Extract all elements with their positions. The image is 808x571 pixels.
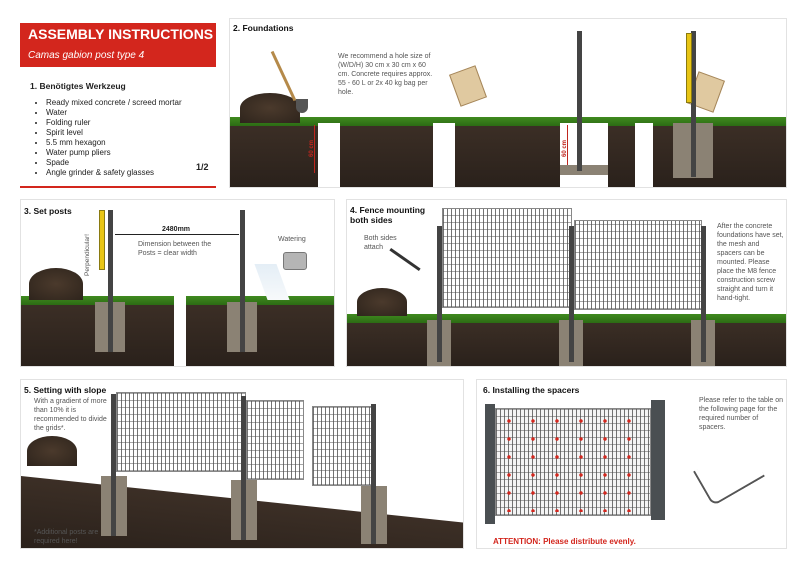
post: [577, 31, 582, 171]
post: [651, 400, 665, 520]
panel-fence-mounting: 4. Fence mounting both sides Both sides …: [346, 199, 787, 367]
post: [371, 404, 376, 544]
foundation-hole: [433, 123, 455, 187]
slope-footnote: *Additional posts are required here!: [34, 529, 99, 545]
post: [111, 394, 116, 536]
post: [701, 226, 706, 362]
post: [691, 31, 696, 177]
grass: [347, 314, 786, 323]
depth-label: 60 cm: [309, 139, 315, 157]
soil-heap: [357, 288, 407, 316]
soil-heap: [29, 268, 83, 300]
tool-item: 5.5 mm hexagon: [46, 138, 216, 148]
post: [108, 210, 113, 352]
tool-item: Angle grinder & safety glasses: [46, 168, 216, 178]
post: [485, 404, 495, 524]
foundation-hole: [318, 123, 340, 187]
page-subtitle: Camas gabion post type 4: [28, 50, 145, 61]
depth-line: [314, 125, 315, 173]
tool-item: Folding ruler: [46, 118, 216, 128]
soil-heap: [240, 93, 300, 123]
tool-item: Spirit level: [46, 128, 216, 138]
distance-arrow: [115, 234, 239, 235]
watering-can-icon: [283, 252, 307, 270]
panel-foundations: 2. Foundations 60 cm We recommend a hole…: [229, 18, 787, 188]
tool-item: Spade: [46, 158, 216, 168]
title-banner: ASSEMBLY INSTRUCTIONS: [20, 23, 216, 45]
slope-note: With a gradient of more than 10% it is r…: [34, 398, 107, 432]
page-title: ASSEMBLY INSTRUCTIONS: [28, 26, 214, 42]
spade-blade: [296, 99, 308, 113]
spirit-level: [686, 33, 692, 103]
post: [240, 210, 245, 352]
panel-spacers: 6. Installing the spacers Please refer t…: [476, 379, 787, 549]
subtitle-banner: Camas gabion post type 4: [20, 45, 216, 67]
panel-set-posts: 3. Set posts Perpendicular! 2480mm Dimen…: [20, 199, 335, 367]
spacer-dots: [497, 412, 647, 512]
fence-mounting-note: After the concrete foundations have set,…: [717, 223, 784, 302]
foundation-hole: [635, 123, 653, 187]
tools-list: Ready mixed concrete / screed mortar Wat…: [46, 98, 216, 178]
spirit-level: [99, 210, 105, 270]
depth-line: [567, 125, 568, 165]
screwdriver-icon: [389, 247, 421, 272]
spacers-heading: 6. Installing the spacers: [483, 385, 580, 395]
fence-mesh: [312, 406, 374, 486]
tools-heading: 1. Benötigtes Werkzeug: [30, 81, 126, 91]
distance-note: Dimension between the Posts = clear widt…: [138, 241, 212, 257]
set-posts-heading: 3. Set posts: [24, 206, 72, 216]
fence-mesh: [246, 400, 304, 480]
depth-label: 60 cm: [562, 139, 568, 157]
distance-label: 2480mm: [162, 226, 191, 233]
watering-label: Watering: [278, 236, 306, 243]
concrete-layer: [560, 165, 608, 175]
post: [437, 226, 442, 362]
page-number: 1/2: [196, 162, 209, 172]
post: [569, 226, 574, 362]
tool-item: Water pump pliers: [46, 148, 216, 158]
foundations-note: We recommend a hole size of (W/D/H) 30 c…: [338, 53, 433, 96]
soil-heap: [27, 436, 77, 466]
attach-label: Both sides attach: [364, 235, 397, 251]
concrete-bag-icon: [449, 65, 487, 107]
fence-mounting-heading: 4. Fence mounting both sides: [350, 205, 426, 225]
grass: [230, 117, 786, 126]
tool-item: Water: [46, 108, 216, 118]
ground-gap: [174, 296, 186, 366]
fence-mesh: [116, 392, 246, 472]
fence-mesh: [574, 220, 702, 310]
foundations-heading: 2. Foundations: [233, 23, 294, 33]
fence-mesh: [442, 208, 572, 308]
slope-heading: 5. Setting with slope: [24, 385, 107, 395]
post: [241, 396, 246, 540]
attention-text: ATTENTION: Please distribute evenly.: [493, 537, 636, 546]
tools-divider: [20, 186, 216, 188]
tool-item: Ready mixed concrete / screed mortar: [46, 98, 216, 108]
panel-slope: 5. Setting with slope With a gradient of…: [20, 379, 464, 549]
spacer-hooks-icon: [693, 441, 765, 507]
foundation-hole: [560, 123, 608, 187]
spacers-note: Please refer to the table on the followi…: [699, 397, 784, 431]
perpendicular-label: Perpendicular!: [84, 234, 91, 276]
